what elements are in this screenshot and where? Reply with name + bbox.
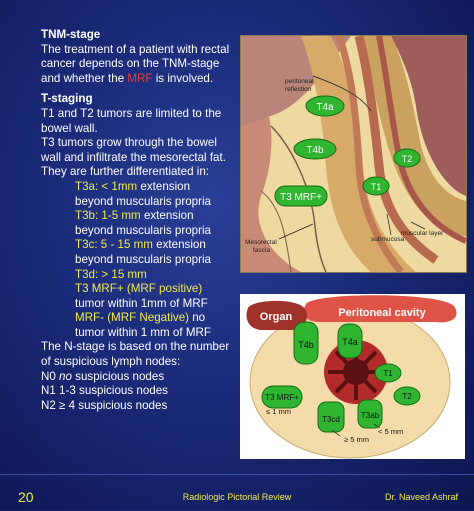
label-peritoneal-cavity: Peritoneal cavity <box>338 307 426 319</box>
t2-node: T2 <box>393 386 421 406</box>
label-lt5mm: < 5 mm <box>378 427 403 436</box>
label-le1mm: ≤ 1 mm <box>266 407 291 416</box>
label-muscular: muscular layer <box>401 230 444 237</box>
n1-line: N1 1-3 suspicious nodes <box>41 384 168 398</box>
sub-key: T3d: > 15 mm <box>75 267 147 281</box>
sub-line2: beyond muscularis propria <box>75 252 211 266</box>
label-peritoneal: peritoneal <box>285 78 314 85</box>
t2-badge: T2 <box>393 148 421 168</box>
t3-paragraph: T3 tumors grow through the bowel wall an… <box>41 136 226 164</box>
n0-em: no <box>59 369 72 383</box>
text-column: TNM-stage The treatment of a patient wit… <box>41 28 237 413</box>
tstage-schematic: Peritoneal cavity Organ T4b T4a T1 T2 T3… <box>240 294 465 459</box>
sub-key: T3 MRF+ (MRF positive) <box>75 282 203 296</box>
footer: 20 Radiologic Pictorial Review Dr. Navee… <box>0 474 474 511</box>
label-t2: T2 <box>402 154 413 164</box>
rectum-illustration: T4a T4b T2 T1 T3 MRF+ peritoneal reflect… <box>241 36 466 272</box>
sub-rest: extension <box>152 238 206 252</box>
t3mrf-badge: T3 MRF+ <box>274 185 328 207</box>
sub-line2: tumor within 1mm of MRF <box>75 296 208 310</box>
t4a-node: T4a <box>337 323 363 359</box>
intro-text: The treatment of a patient with rectal c… <box>41 42 230 85</box>
sub-key: T3b: 1-5 mm <box>75 209 141 223</box>
label-t3mrf: T3 MRF+ <box>265 393 299 402</box>
n2-line: N2 ≥ 4 suspicious nodes <box>41 398 168 412</box>
label-t1: T1 <box>371 182 382 192</box>
label-t4a: T4a <box>342 337 358 347</box>
rectum-cross-section-figure: T4a T4b T2 T1 T3 MRF+ peritoneal reflect… <box>240 35 467 273</box>
n0-line: N0 no suspicious nodes <box>41 370 237 385</box>
page-number: 20 <box>18 489 34 505</box>
label-ge5mm: ≥ 5 mm <box>344 435 369 444</box>
label-t4a: T4a <box>316 102 334 113</box>
sub-rest: extension <box>140 209 194 223</box>
sub-line2: beyond muscularis propria <box>75 194 211 208</box>
t3cd-node: T3cd <box>317 401 345 433</box>
sub-key: T3a: < 1mm <box>75 179 138 193</box>
t1t2-paragraph: T1 and T2 tumors are limited to the bowe… <box>41 106 222 135</box>
label-mesorectal: Mesorectal <box>245 239 277 246</box>
sub-t3d: T3d: > 15 mm <box>41 268 237 283</box>
t4b-node: T4b <box>293 321 319 365</box>
sub-t3-mrf-pos: T3 MRF+ (MRF positive)tumor within 1mm o… <box>41 282 237 311</box>
differentiated-line: They are further differentiated in: <box>41 165 209 179</box>
sub-line2: beyond muscularis propria <box>75 223 211 237</box>
heading-tnm: TNM-stage <box>41 28 101 41</box>
label-t1: T1 <box>383 369 393 378</box>
footer-title: Radiologic Pictorial Review <box>182 492 292 502</box>
nstage-paragraph: The N-stage is based on the number of su… <box>41 340 230 369</box>
label-t3ab: T3ab <box>361 411 380 420</box>
tstage-schematic-figure: Peritoneal cavity Organ T4b T4a T1 T2 T3… <box>240 294 465 459</box>
label-t3cd: T3cd <box>322 415 340 424</box>
label-t4b: T4b <box>306 145 324 156</box>
intro-end: is involved. <box>152 71 214 85</box>
label-fascia: fascia <box>253 247 270 254</box>
heading-t-staging: T-staging <box>41 92 93 106</box>
label-reflection: reflection <box>285 86 312 93</box>
t3mrf-node: T3 MRF+ <box>261 385 303 409</box>
footer-author: Dr. Naveed Ashraf <box>384 492 458 502</box>
label-t4b: T4b <box>298 340 314 350</box>
label-submucosa: submucosa <box>371 236 405 243</box>
sub-rest: extension <box>137 179 191 193</box>
t4a-badge: T4a <box>305 95 345 117</box>
mrf-highlight: MRF <box>127 71 153 85</box>
sub-key: T3c: 5 - 15 mm <box>75 238 153 252</box>
label-t2: T2 <box>402 392 412 401</box>
label-t3mrf: T3 MRF+ <box>280 192 322 203</box>
sub-key: MRF- (MRF Negative) <box>75 311 190 325</box>
label-organ: Organ <box>260 311 293 323</box>
n0-post: suspicious nodes <box>71 369 165 383</box>
sub-rest: no <box>189 311 206 325</box>
t3ab-node: T3ab <box>357 399 383 429</box>
t4b-badge: T4b <box>293 138 337 160</box>
t1-badge: T1 <box>362 176 390 196</box>
intro-paragraph: The treatment of a patient with rectal c… <box>41 43 237 87</box>
t1-node: T1 <box>374 363 402 383</box>
n0-pre: N0 <box>41 369 60 383</box>
sub-line2: tumor within 1 mm of MRF <box>75 325 211 339</box>
